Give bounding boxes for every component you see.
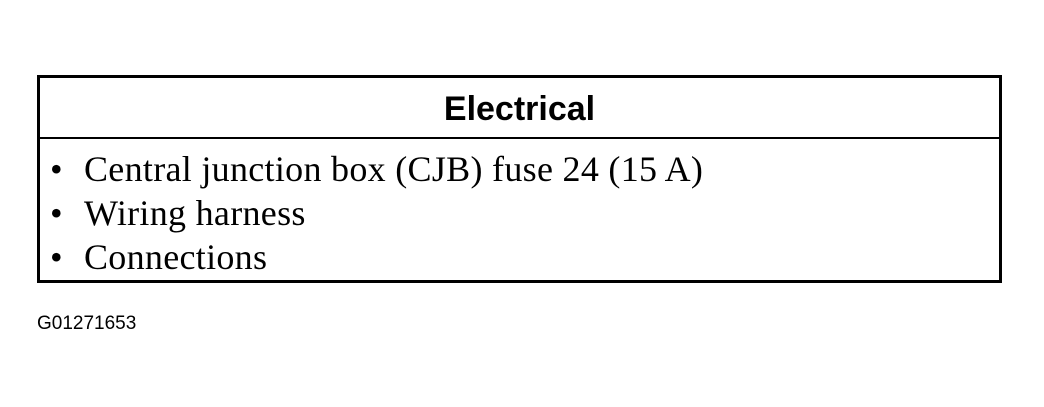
list-item: • Central junction box (CJB) fuse 24 (15… — [50, 147, 999, 191]
list-item: • Wiring harness — [50, 191, 999, 235]
table-header: Electrical — [40, 78, 999, 139]
electrical-table: Electrical • Central junction box (CJB) … — [37, 75, 1002, 283]
bullet-icon: • — [50, 237, 63, 277]
table-title: Electrical — [443, 89, 596, 128]
list-item-text: Wiring harness — [84, 193, 306, 233]
bullet-icon: • — [50, 149, 63, 189]
list-item: • Connections — [50, 235, 999, 279]
bullet-icon: • — [50, 193, 63, 233]
list-item-text: Connections — [84, 237, 268, 277]
item-list: • Central junction box (CJB) fuse 24 (15… — [40, 139, 999, 279]
figure-id: G01271653 — [37, 313, 137, 334]
list-item-text: Central junction box (CJB) fuse 24 (15 A… — [84, 149, 704, 189]
